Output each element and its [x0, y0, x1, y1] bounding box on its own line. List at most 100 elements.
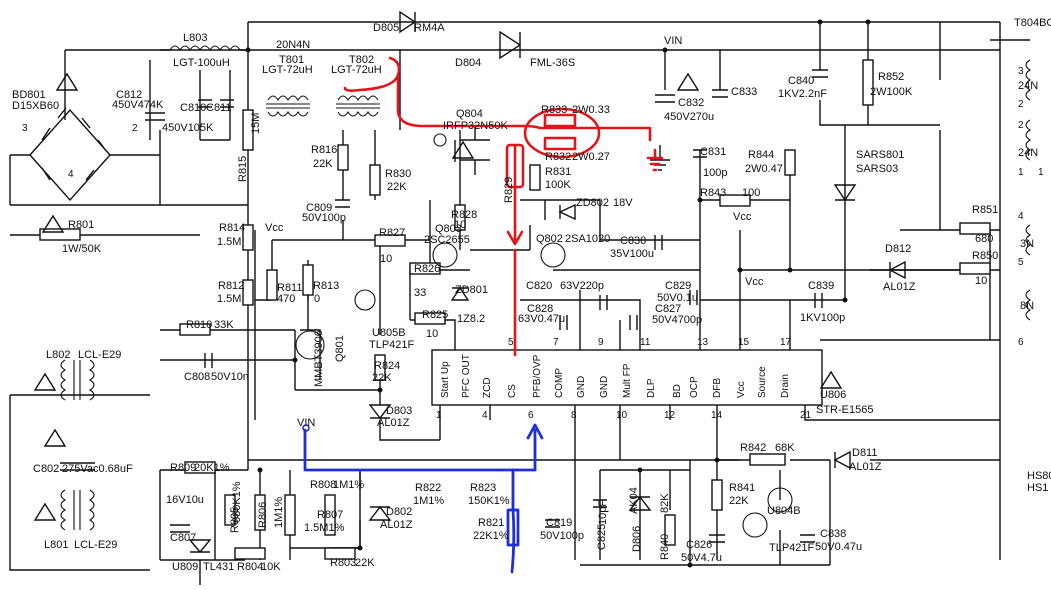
label-r809-value: 20K1% [194, 462, 230, 474]
label-tpin-2b: 2 [1018, 120, 1024, 131]
label-t801: T801 [279, 54, 304, 66]
label-q803: Q803 [435, 223, 462, 235]
label-zd802: ZD802 [576, 197, 609, 209]
label-c802-value: 275Vac0.68uF [62, 463, 133, 475]
label-c829: C829 [665, 280, 691, 292]
label-u804b: U804B [767, 505, 801, 517]
label-r803-value: 22K [355, 557, 375, 569]
label-c839: C839 [808, 280, 834, 292]
ic-pin-number: 7 [553, 337, 559, 348]
label-c810: C810 [180, 102, 206, 114]
label-r806-value: 1M1% [273, 497, 285, 528]
label-u804b-value: TLP421F [769, 542, 815, 554]
label-c828-value: 63V0.47u [518, 313, 565, 325]
label-r831-value: 100K [545, 179, 571, 191]
label-q802-value: 2SA1020 [565, 233, 610, 245]
label-d811-value: AL01Z [849, 461, 882, 473]
red-annotation [343, 56, 664, 357]
text-labels: D805 RM4A VIN T804BC L803 LGT-100uH 20N4… [12, 17, 1051, 573]
label-u806: U806 [820, 389, 846, 401]
label-r850-value: 10 [975, 275, 987, 287]
label-q803-value: 2SC2655 [424, 234, 470, 246]
ic-pin-number: 5 [508, 337, 514, 348]
label-r808: R808 [310, 479, 336, 491]
label-r830-value: 22K [387, 181, 407, 193]
label-r826-value: 33 [414, 287, 426, 299]
label-r832-value: 2W0.27 [572, 151, 610, 163]
label-winding-24n-a: 24N [1018, 80, 1038, 92]
label-u805b: U805B [372, 327, 406, 339]
label-r812: R812 [218, 280, 244, 292]
label-r822-value: 1M1% [413, 495, 444, 507]
ic-pin-number: 11 [640, 337, 651, 348]
label-c812-value: 450V474K [112, 99, 164, 111]
ic-pin-label: GND [599, 376, 610, 398]
label-r807: R807 [317, 509, 343, 521]
label-d806: D806 [631, 526, 643, 552]
label-d803: D803 [386, 405, 412, 417]
label-sars03: SARS03 [856, 163, 898, 175]
label-r852: R852 [878, 71, 904, 83]
label-r806: R806 [257, 502, 269, 528]
label-r816-value: 22K [313, 158, 333, 170]
label-c839-value: 1KV100p [800, 312, 845, 324]
wires [9, 21, 1030, 585]
label-vcc-right: Vcc [745, 276, 764, 288]
label-r833: R833 [541, 104, 567, 116]
label-c802: C802 [33, 463, 59, 475]
label-r830: R830 [385, 168, 411, 180]
label-r814: R814 [219, 222, 245, 234]
label-l801: L801 [44, 539, 68, 551]
label-hs802: HS802 [1027, 470, 1051, 482]
label-r805: R805 [229, 507, 241, 533]
label-r851-value: 680 [975, 233, 993, 245]
label-r842-value: 68K [775, 442, 795, 454]
label-r821-value: 22K1% [473, 530, 509, 542]
label-r843-value: 100 [742, 187, 760, 199]
label-tpin-1b: 1 [1038, 167, 1044, 178]
label-r833-value: 2W0.33 [572, 104, 610, 116]
label-r801: R801 [68, 219, 94, 231]
label-d802: D802 [386, 506, 412, 518]
label-bd-pin4: 4 [68, 169, 74, 180]
label-r827-value: 10 [380, 253, 392, 265]
ic-pin-label: Drain [780, 374, 791, 398]
label-bd801-value: D15XB60 [12, 100, 59, 112]
label-tpin-6: 6 [1018, 337, 1024, 348]
label-tpin-3: 3 [1018, 66, 1024, 77]
label-r850: R850 [972, 250, 998, 262]
label-c828: C828 [527, 303, 553, 315]
label-r815-value: 15M [250, 113, 262, 134]
ic-pin-number: 21 [800, 410, 812, 421]
label-r840-value: 82K [659, 493, 671, 513]
label-l801-value: LCL-E29 [74, 539, 117, 551]
label-c811: C811 [206, 102, 231, 114]
label-r805-value: 680K1% [231, 481, 243, 523]
label-c825-value: 10pF [597, 500, 609, 525]
label-c840: C840 [788, 75, 814, 87]
label-t802-value: LGT-72uH [331, 64, 382, 76]
label-r852-value: 2W100K [870, 86, 913, 98]
label-c832-value: 450V270u [664, 111, 714, 123]
label-q802: Q802 [536, 233, 563, 245]
label-winding-24n-b: 24N [1018, 147, 1038, 159]
label-r813-value: 0 [314, 293, 320, 305]
ic-pin-label: Vcc [736, 381, 747, 398]
warning-icons [33, 72, 843, 521]
label-r801-value: 1W/50K [62, 243, 102, 255]
ic-pin-number: 13 [697, 337, 709, 348]
label-t804bc: T804BC [1014, 17, 1051, 29]
label-r828-value: 10 [454, 219, 466, 231]
label-r811: R811 [277, 282, 302, 294]
ic-pin-number: 4 [482, 410, 488, 421]
label-r824: R824 [374, 360, 400, 372]
label-q804-value: IRFP32N50K [443, 120, 508, 132]
label-bd-pin2: 2 [132, 123, 138, 134]
label-d805: D805 [373, 22, 399, 34]
label-r821: R821 [478, 517, 504, 529]
label-r841-value: 22K [729, 495, 749, 507]
ic-u806 [431, 349, 823, 406]
label-l802: L802 [46, 349, 70, 361]
ic-pin-label: BD [672, 384, 683, 398]
